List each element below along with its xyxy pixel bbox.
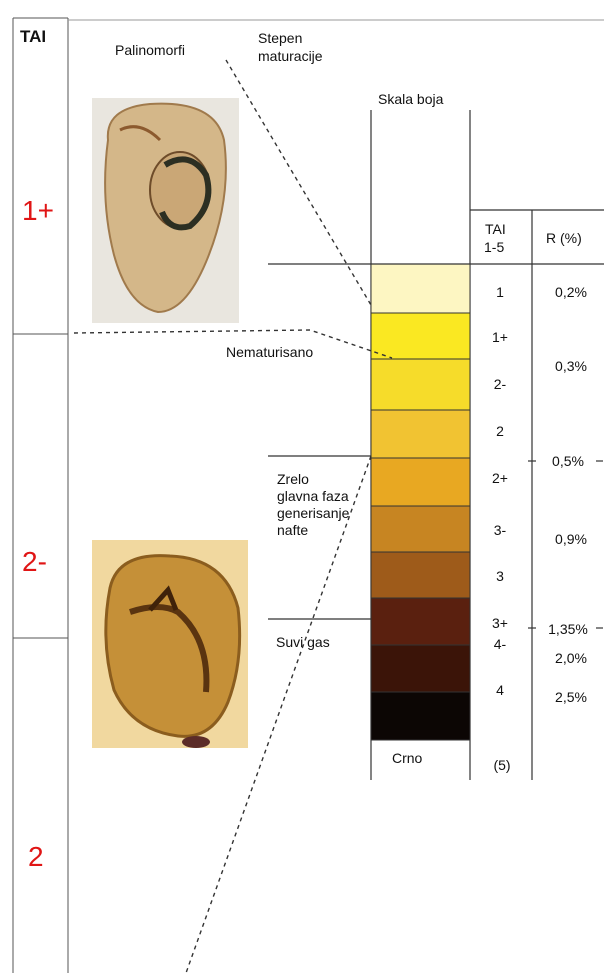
- r-col-header: R (%): [546, 230, 582, 247]
- skala-boja-label: Skala boja: [378, 91, 443, 108]
- color-swatch: [371, 313, 470, 359]
- tai-value-4minus: 4-: [494, 636, 506, 652]
- r-value-03: 0,3%: [555, 358, 587, 374]
- tai-value-2: 2: [496, 423, 504, 439]
- zrelo-label-line4: nafte: [277, 522, 308, 539]
- tai-value-1plus: 1+: [492, 329, 508, 345]
- color-swatch: [371, 458, 470, 506]
- r-value-02: 0,2%: [555, 284, 587, 300]
- tai-value-3minus: 3-: [494, 522, 506, 538]
- palynomorph-photo-immature: [92, 98, 239, 323]
- tai-value-1: 1: [496, 284, 504, 300]
- leader-palinomorfi: [226, 60, 371, 305]
- color-swatch: [371, 692, 470, 740]
- palinomorfi-label: Palinomorfi: [115, 42, 185, 59]
- color-swatch: [371, 359, 470, 410]
- zrelo-label-line1: Zrelo: [277, 471, 309, 488]
- r-value-135: 1,35%: [548, 621, 588, 637]
- stepen-label-line1: Stepen: [258, 30, 302, 47]
- color-swatch: [371, 506, 470, 552]
- tai-stage-1plus: 1+: [22, 196, 54, 226]
- tai-col-header-line2: 1-5: [484, 239, 504, 256]
- crno-label: Crno: [392, 750, 422, 767]
- tai-stage-2minus: 2-: [22, 547, 47, 577]
- tai-header: TAI: [20, 28, 46, 45]
- suvi-gas-label: Suvi gas: [276, 634, 330, 651]
- tai-value-3plus: 3+: [492, 615, 508, 631]
- r-value-05: 0,5%: [552, 453, 584, 469]
- color-swatch: [371, 645, 470, 692]
- tai-value-2minus: 2-: [494, 376, 506, 392]
- tai-value-5: (5): [493, 757, 510, 773]
- color-swatch: [371, 410, 470, 458]
- color-swatch: [371, 552, 470, 598]
- tai-value-3: 3: [496, 568, 504, 584]
- tai-value-2plus: 2+: [492, 470, 508, 486]
- r-value-25: 2,5%: [555, 689, 587, 705]
- palynomorph-photo-mature: [92, 540, 248, 748]
- stepen-label-line2: maturacije: [258, 48, 323, 65]
- nematurisano-label: Nematurisano: [226, 344, 313, 361]
- tai-col-header-line1: TAI: [485, 221, 506, 238]
- tai-stage-2: 2: [28, 842, 44, 872]
- color-scale: [371, 264, 470, 740]
- color-swatch: [371, 598, 470, 645]
- r-value-20: 2,0%: [555, 650, 587, 666]
- color-swatch: [371, 264, 470, 313]
- zrelo-label-line2: glavna faza: [277, 488, 349, 505]
- zrelo-label-line3: generisanje: [277, 505, 349, 522]
- r-value-09: 0,9%: [555, 531, 587, 547]
- tai-value-4: 4: [496, 682, 504, 698]
